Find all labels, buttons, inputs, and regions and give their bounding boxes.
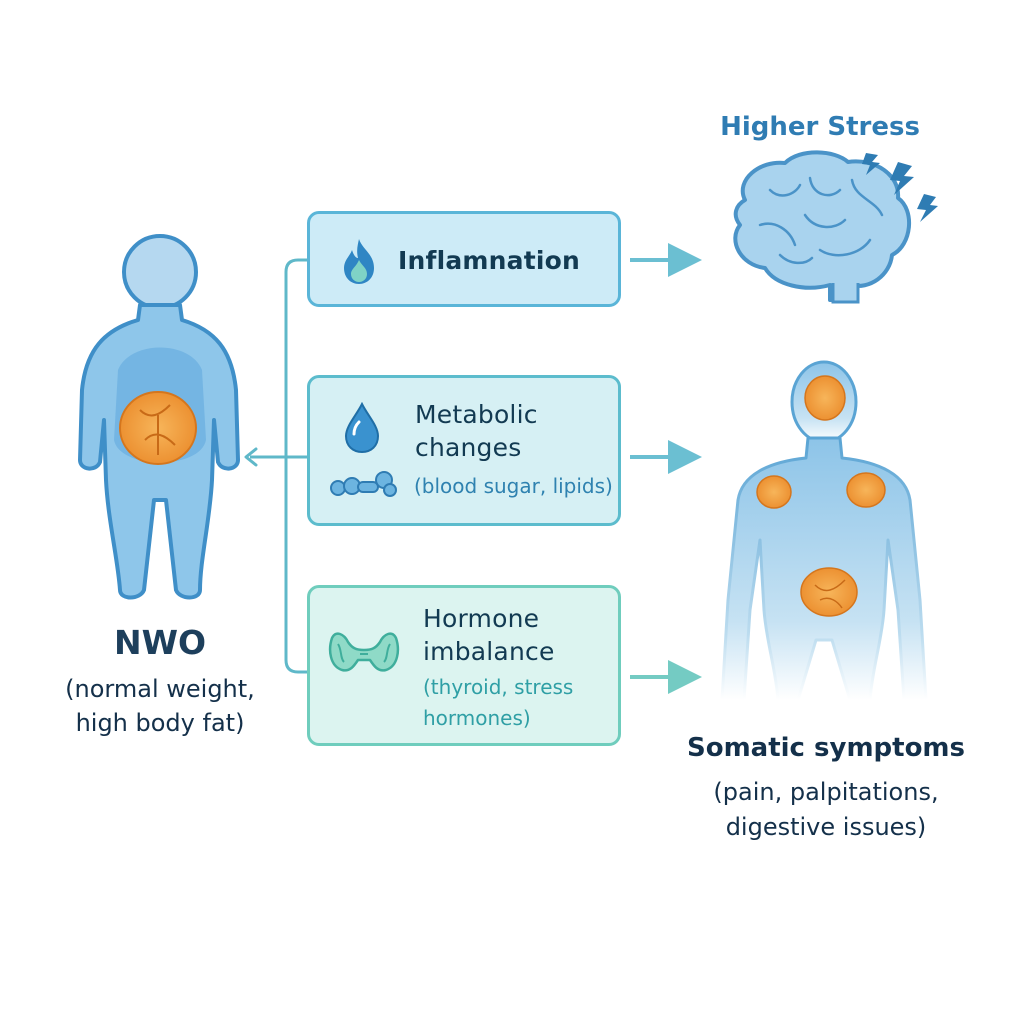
nwo-subtitle: (normal weight, high body fat) bbox=[65, 675, 255, 737]
branch-connector bbox=[244, 258, 307, 674]
arrow-inflammation bbox=[630, 243, 702, 277]
mechanism-box-metabolic: Metabolic changes (blood sugar, lipids) bbox=[307, 375, 621, 526]
stress-title: Higher Stress bbox=[720, 112, 920, 142]
brain-icon bbox=[733, 150, 912, 304]
lightning-icon bbox=[862, 153, 938, 222]
flame-icon bbox=[344, 239, 374, 284]
mechanism-title: Metabolic changes bbox=[415, 400, 538, 462]
human-body-icon bbox=[720, 360, 928, 702]
somatic-subtitle: (pain, palpitations, digestive issues) bbox=[713, 778, 939, 841]
somatic-title: Somatic symptoms bbox=[686, 733, 965, 763]
pain-hotspot-icon bbox=[756, 375, 886, 617]
arrow-metabolic bbox=[630, 440, 702, 474]
mechanism-box-hormone: Hormone imbalance (thyroid, stress hormo… bbox=[307, 585, 621, 746]
lipid-molecule-icon bbox=[330, 471, 397, 497]
arrow-hormone bbox=[630, 660, 702, 694]
mechanism-title: Inflamnation bbox=[398, 246, 581, 275]
thyroid-gland-icon bbox=[328, 632, 400, 672]
mechanism-subtitle: (thyroid, stress hormones) bbox=[423, 675, 574, 730]
mechanism-box-inflammation: Inflamnation bbox=[307, 211, 621, 307]
nwo-body-icon bbox=[78, 234, 240, 600]
mechanism-title: Hormone imbalance bbox=[423, 604, 555, 666]
nwo-title: NWO bbox=[113, 623, 207, 662]
water-drop-icon bbox=[344, 402, 380, 454]
belly-fat-icon bbox=[119, 391, 197, 465]
mechanism-subtitle: (blood sugar, lipids) bbox=[414, 474, 613, 498]
